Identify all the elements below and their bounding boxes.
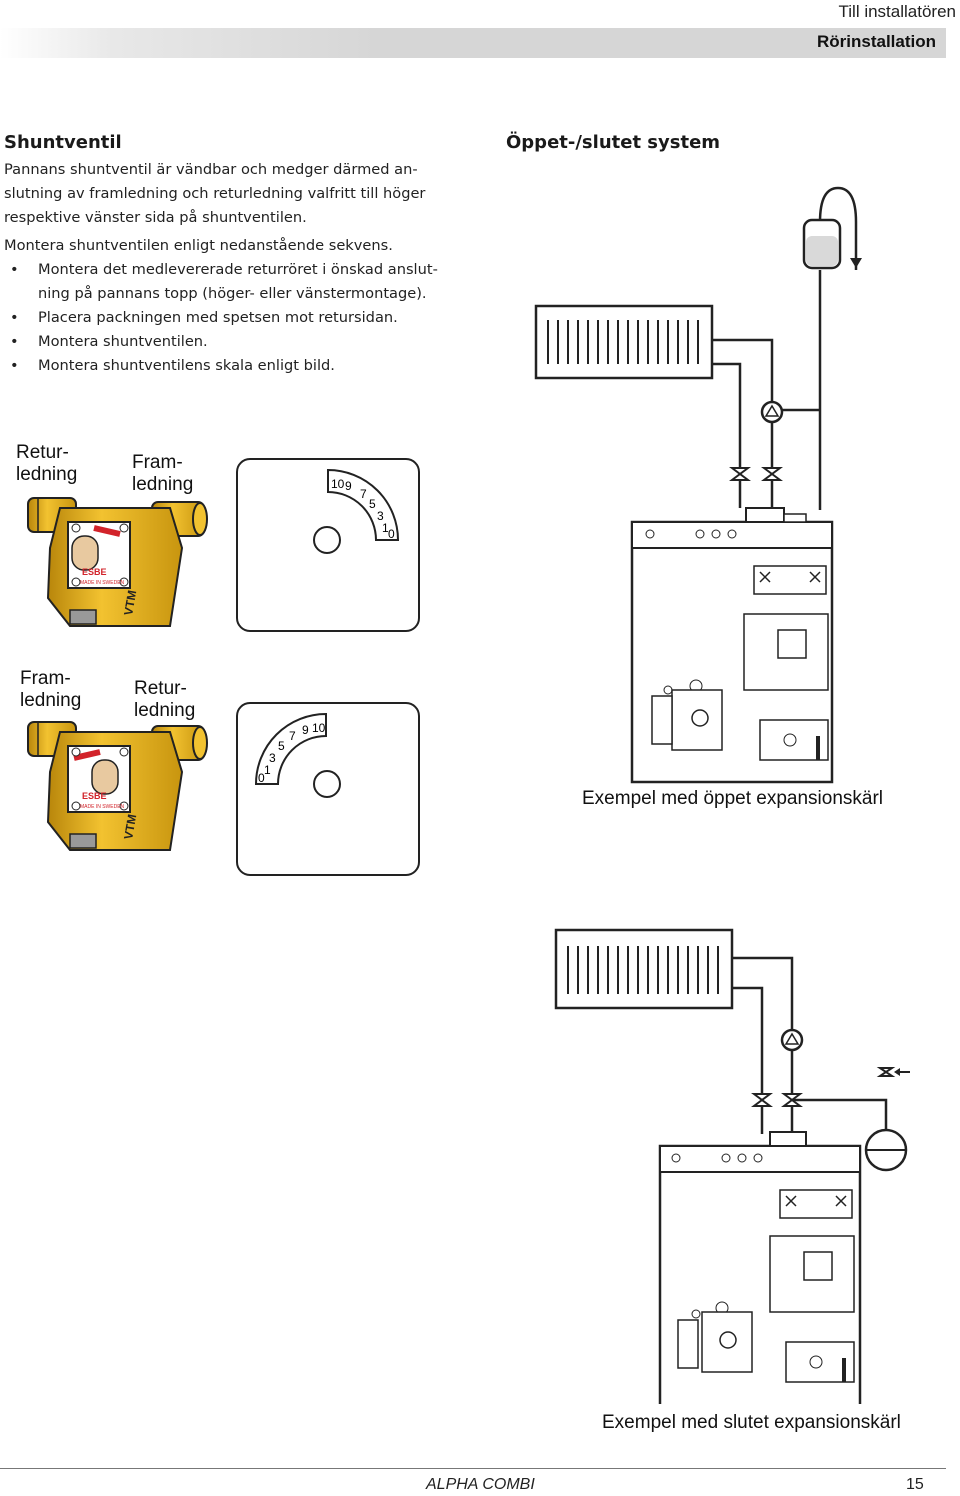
list-item: Montera shuntventilens skala enligt bild… <box>4 354 464 378</box>
scale-tick: 3 <box>269 751 276 765</box>
list-item: Placera packningen med spetsen mot retur… <box>4 306 464 330</box>
paragraph-line: slutning av framledning och returledning… <box>4 185 426 202</box>
header-category: Till installatören <box>838 2 956 21</box>
scale-tick: 0 <box>258 771 265 785</box>
scale-tick: 0 <box>388 527 395 541</box>
scale-dial-bottom: 0 1 3 5 7 9 10 <box>254 712 341 798</box>
scale-card-top <box>236 458 420 632</box>
instruction-list: Montera det medlevererade returröret i ö… <box>4 258 464 378</box>
valve-brand: ESBE <box>82 567 107 577</box>
caption-open-system: Exempel med öppet expansionskärl <box>582 788 884 809</box>
valve-bottom-label-right: Retur- ledning <box>134 678 196 721</box>
scale-tick: 1 <box>382 521 389 535</box>
paragraph-line: Pannans shuntventil är vändbar och medge… <box>4 161 418 178</box>
open-system-diagram <box>534 186 862 784</box>
header-band <box>0 28 946 58</box>
scale-tick: 9 <box>345 479 352 493</box>
page-number: 15 <box>906 1476 924 1493</box>
header-section-title: Rörinstallation <box>816 32 936 51</box>
valve-small-text: MADE IN SWEDEN <box>80 580 125 586</box>
closed-system-diagram <box>554 928 910 1404</box>
scale-tick: 7 <box>289 729 296 743</box>
caption-closed-system: Exempel med slutet expansionskärl <box>602 1412 901 1433</box>
scale-card-bottom <box>236 702 420 876</box>
shunt-valve-illustration-top: ESBE MADE IN SWEDEN VTM <box>27 497 208 627</box>
scale-tick: 10 <box>312 721 326 735</box>
scale-tick: 10 <box>331 477 345 491</box>
scale-tick: 9 <box>302 723 309 737</box>
scale-tick: 3 <box>377 509 384 523</box>
valve-model-text: VTM <box>121 589 139 616</box>
paragraph-line: Montera shuntventilen enligt nedanståend… <box>4 237 393 254</box>
shunt-valve-illustration-bottom: ESBE MADE IN SWEDEN VTM <box>27 721 208 851</box>
scale-dial-top: 10 9 7 5 3 1 0 <box>313 468 400 554</box>
footer-document-title: ALPHA COMBI <box>426 1476 535 1493</box>
scale-tick: 5 <box>369 497 376 511</box>
left-body-text: Pannans shuntventil är vändbar och medge… <box>4 158 464 378</box>
paragraph-line: respektive vänster sida på shuntventilen… <box>4 209 307 226</box>
list-item: Montera shuntventilen. <box>4 330 464 354</box>
valve-bottom-label-left: Fram- ledning <box>20 668 82 711</box>
scale-tick: 7 <box>360 487 367 501</box>
valve-small-text: MADE IN SWEDEN <box>80 804 125 810</box>
scale-tick: 1 <box>264 763 271 777</box>
valve-top-label-right: Fram- ledning <box>132 452 194 495</box>
valve-brand: ESBE <box>82 791 107 801</box>
section-heading-shuntventil: Shuntventil <box>4 132 122 153</box>
scale-tick: 5 <box>278 739 285 753</box>
valve-top-label-left: Retur- ledning <box>16 442 78 485</box>
valve-model-text: VTM <box>121 813 139 840</box>
section-heading-system: Öppet-/slutet system <box>506 132 721 153</box>
list-item-continuation: ning på pannans topp (höger- eller vänst… <box>38 285 427 302</box>
list-item: Montera det medlevererade returröret i ö… <box>4 258 464 282</box>
footer-divider <box>0 1468 946 1469</box>
